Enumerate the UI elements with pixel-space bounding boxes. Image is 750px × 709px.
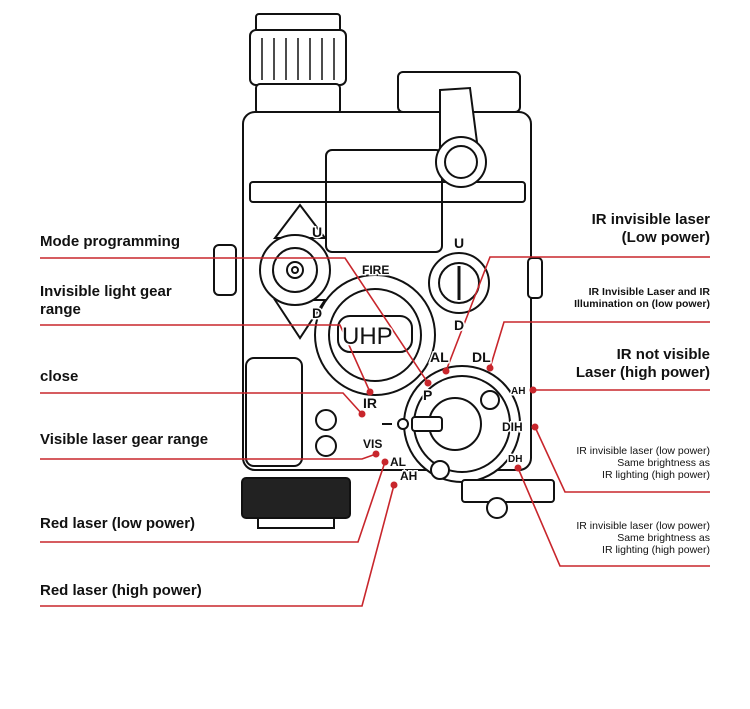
leader-dih: [534, 426, 710, 493]
leader-mode: [40, 257, 429, 384]
label-close: close: [40, 368, 79, 385]
dot-close: [358, 410, 366, 418]
leader-dots: [358, 364, 539, 489]
label-ir-low-2: (Low power): [621, 229, 710, 246]
label-dih-3: IR lighting (high power): [602, 469, 710, 481]
dot-ah2: [390, 481, 398, 489]
leader-visible: [40, 453, 377, 460]
label-ir-high-2: Laser (high power): [575, 364, 710, 381]
label-ir-illum-1: IR Invisible Laser and IR: [588, 286, 710, 298]
leader-invisible: [40, 324, 371, 393]
dot-al: [442, 367, 450, 375]
label-invisible-light-2: range: [40, 301, 81, 318]
label-ir-high-1: IR not visible: [616, 346, 710, 363]
dot-dh: [514, 464, 522, 472]
marking-dih: DIH: [502, 420, 523, 434]
marking-ah2: AH: [400, 469, 417, 483]
marking-al: AL: [430, 349, 449, 365]
label-ir-low-1: IR invisible laser: [591, 211, 710, 228]
label-red-low: Red laser (low power): [40, 515, 196, 532]
label-dh-2: Same brightness as: [617, 532, 710, 544]
dot-dih: [531, 423, 539, 431]
label-invisible-light-1: Invisible light gear: [40, 283, 172, 300]
label-dih-2: Same brightness as: [617, 457, 710, 469]
marking-d1: D: [312, 305, 322, 321]
marking-u1: U: [312, 224, 322, 240]
label-visible-laser: Visible laser gear range: [40, 431, 209, 448]
label-red-high: Red laser (high power): [40, 582, 202, 599]
leader-red-low: [40, 461, 386, 543]
marking-al2: AL: [390, 455, 406, 469]
label-dh-3: IR lighting (high power): [602, 544, 710, 556]
marking-dh: DH: [508, 454, 522, 465]
label-mode-programming: Mode programming: [40, 233, 181, 250]
label-dh-1: IR invisible laser (low power): [576, 520, 710, 532]
leader-ir-illum: [489, 321, 710, 369]
marking-ah: AH: [511, 386, 525, 397]
marking-dl: DL: [472, 349, 491, 365]
leader-dh: [517, 467, 710, 567]
marking-p: P: [423, 387, 432, 403]
leader-ir-low: [445, 256, 710, 372]
dot-dl: [486, 364, 494, 372]
dot-p: [424, 379, 432, 387]
label-dih-1: IR invisible laser (low power): [576, 445, 710, 457]
device-markings: U D FIRE UHP U D AL DL AH P IR VIS DIH D…: [311, 223, 527, 485]
leader-red-high: [40, 484, 395, 607]
marking-d2: D: [454, 317, 464, 333]
dot-al2: [381, 458, 389, 466]
marking-vis: VIS: [363, 437, 382, 451]
marking-fire: FIRE: [362, 263, 389, 277]
marking-ir: IR: [363, 395, 377, 411]
marking-u2: U: [454, 235, 464, 251]
marking-uhp: UHP: [342, 323, 393, 350]
dot-ah: [529, 386, 537, 394]
dot-ir: [366, 388, 374, 396]
leader-close: [40, 392, 363, 415]
dot-vis: [372, 450, 380, 458]
leader-lines: [40, 256, 710, 607]
label-ir-illum-2: Illumination on (low power): [574, 298, 710, 310]
